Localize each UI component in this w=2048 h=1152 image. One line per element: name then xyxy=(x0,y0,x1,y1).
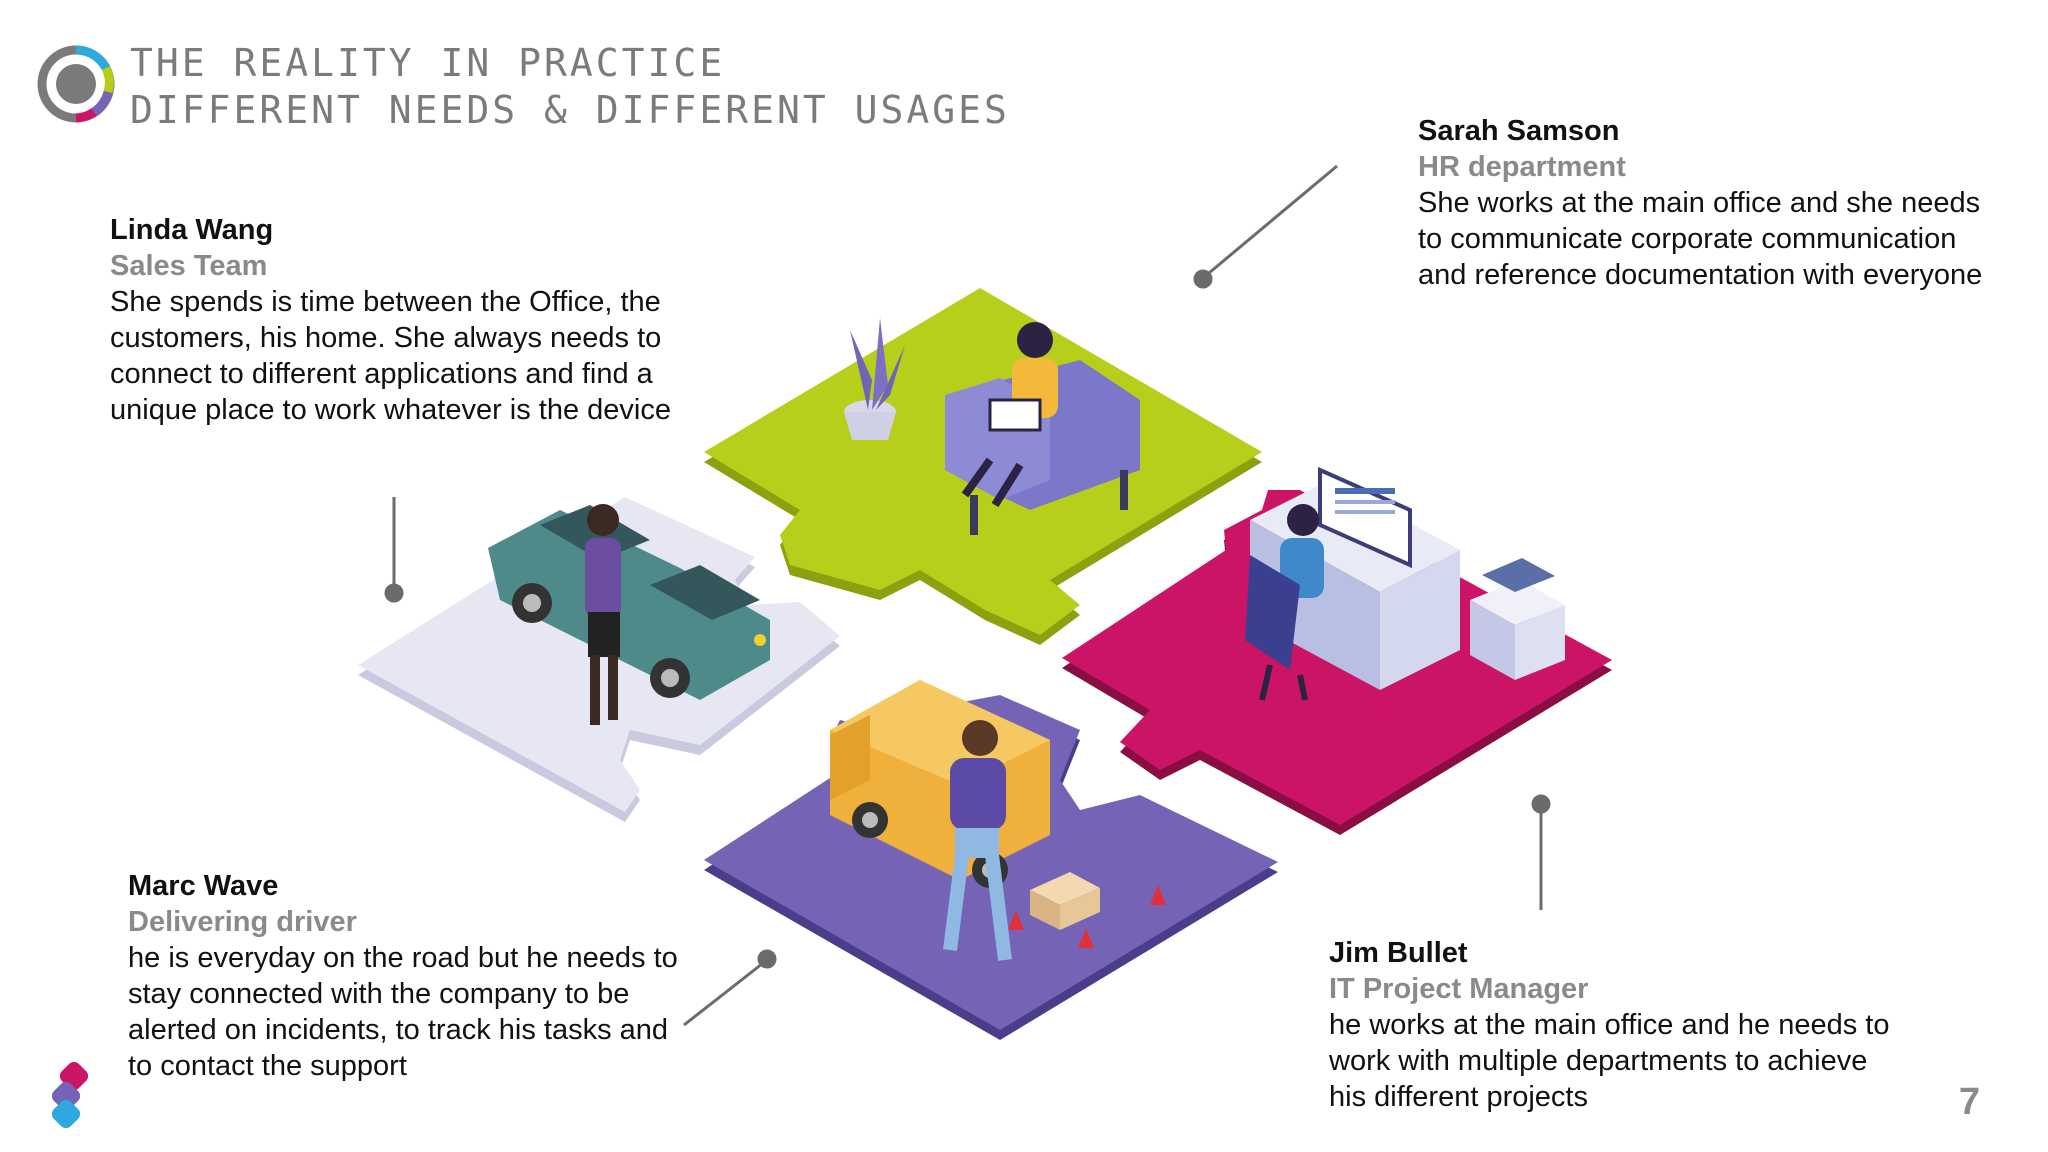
puzzle-piece-marc xyxy=(704,680,1278,1040)
traffic-cones-icon xyxy=(1008,885,1166,948)
persona-marc-role: Delivering driver xyxy=(128,906,357,938)
connector-lines xyxy=(384,164,1551,1027)
car-icon xyxy=(488,505,770,700)
slide-title: THE REALITY IN PRACTICE DIFFERENT NEEDS … xyxy=(130,40,1010,134)
persona-sarah: Sarah Samson HR department She works at … xyxy=(1418,113,2008,293)
persona-sarah-name: Sarah Samson xyxy=(1418,115,1620,147)
puzzle-piece-linda xyxy=(358,497,840,822)
person-linda-figure xyxy=(585,504,621,725)
puzzle-piece-sarah xyxy=(704,288,1262,645)
persona-jim-description: he works at the main office and he needs… xyxy=(1329,1009,1890,1113)
persona-linda: Linda Wang Sales Team She spends is time… xyxy=(110,212,690,428)
connector-marc xyxy=(683,958,768,1027)
persona-linda-description: She spends is time between the Office, t… xyxy=(110,286,671,426)
persona-jim-role: IT Project Manager xyxy=(1329,973,1589,1005)
circular-logo-icon xyxy=(37,45,115,123)
brand-s-icon xyxy=(51,1062,89,1128)
persona-jim: Jim Bullet IT Project Manager he works a… xyxy=(1329,935,1899,1115)
title-line-1: THE REALITY IN PRACTICE xyxy=(130,41,726,85)
persona-jim-name: Jim Bullet xyxy=(1329,937,1468,969)
persona-linda-name: Linda Wang xyxy=(110,214,274,246)
connector-sarah xyxy=(1202,164,1338,280)
persona-linda-role: Sales Team xyxy=(110,250,268,282)
boxes-icon xyxy=(1030,872,1100,930)
persona-marc-description: he is everyday on the road but he needs … xyxy=(128,942,678,1082)
person-jim-figure xyxy=(1245,504,1324,701)
potted-plant-icon xyxy=(844,318,905,440)
persona-sarah-description: She works at the main office and she nee… xyxy=(1418,187,1983,291)
printer-icon xyxy=(1470,558,1565,680)
person-marc-figure xyxy=(943,720,1012,961)
persona-marc-name: Marc Wave xyxy=(128,870,279,902)
puzzle-piece-jim xyxy=(1062,466,1612,835)
title-line-2: DIFFERENT NEEDS & DIFFERENT USAGES xyxy=(130,88,1010,132)
person-sarah-figure xyxy=(961,322,1058,508)
persona-sarah-role: HR department xyxy=(1418,151,1626,183)
page-number: 7 xyxy=(1958,1081,1980,1123)
persona-marc: Marc Wave Delivering driver he is everyd… xyxy=(128,868,688,1084)
